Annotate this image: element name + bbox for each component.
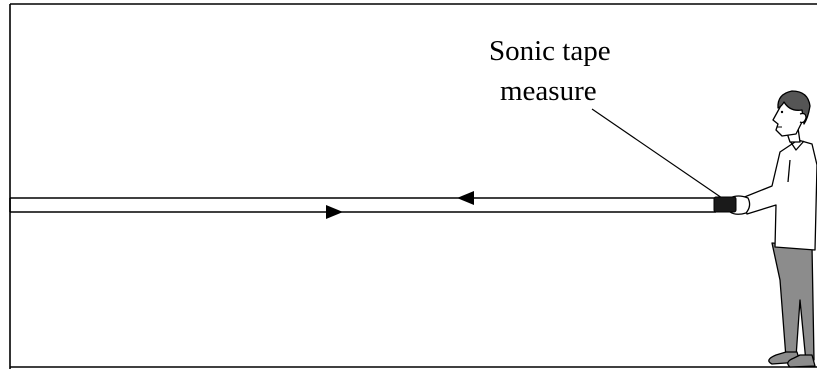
person-shirt-fold [787,159,791,183]
person-trousers [771,242,815,363]
outgoing-arrow-icon [457,191,474,205]
person-figure [729,90,817,368]
person-ear [799,112,807,124]
device-label-line2: measure [500,75,597,107]
person-shoe-front [787,354,816,368]
room-outline [9,3,817,369]
person-hair [777,90,811,125]
sonic-tape-measure-device [713,196,737,213]
sound-wave-paths [9,197,716,213]
person-shirt [741,139,817,251]
label-leader-line [591,108,723,199]
device-label-line1: Sonic tape [489,35,611,67]
person-eye [780,110,784,114]
person-collar [789,140,805,151]
reflected-arrow-icon [326,205,343,219]
